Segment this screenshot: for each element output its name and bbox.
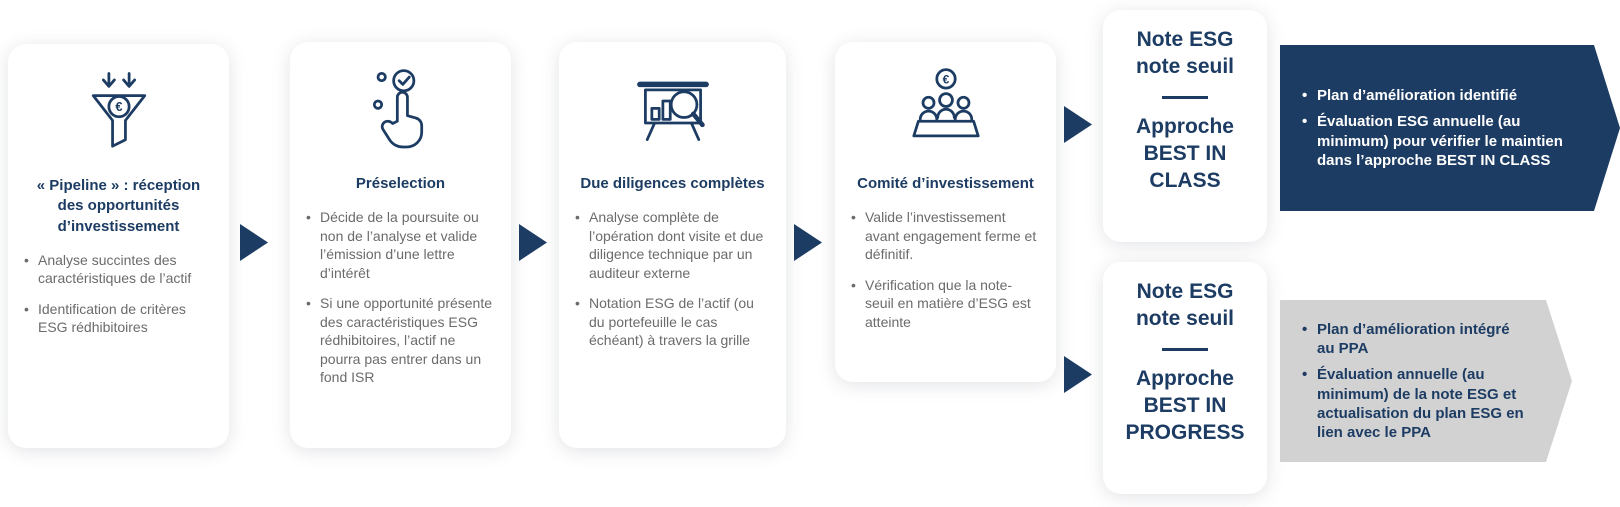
flow-arrow-icon bbox=[519, 224, 547, 261]
bullet-item: Si une opportunité présente des caractér… bbox=[306, 294, 495, 386]
banner-bullet-item: Évaluation annuelle (au minimum) de la n… bbox=[1302, 365, 1526, 442]
note-approach-line: Approche bbox=[1135, 114, 1234, 138]
flow-arrow-icon bbox=[1064, 356, 1092, 393]
note-score-line: note seuil bbox=[1135, 307, 1235, 331]
flow-arrow-icon bbox=[1064, 106, 1092, 143]
step-title: Due diligences complètes bbox=[580, 175, 765, 192]
note-divider bbox=[1162, 347, 1208, 351]
euro-glyph: € bbox=[942, 72, 949, 86]
click-hand-icon bbox=[306, 58, 495, 166]
step-bullets: Analyse succintes des caractéristiques d… bbox=[24, 251, 213, 349]
banner-bullets: Plan d’amélioration intégré au PPA Évalu… bbox=[1302, 313, 1526, 449]
note-divider bbox=[1162, 95, 1208, 99]
presentation-magnifier-icon bbox=[575, 58, 770, 166]
note-score-line: note seuil bbox=[1135, 55, 1235, 79]
note-approach-line: Approche bbox=[1135, 366, 1234, 390]
outcome-card-best-in-progress: Note ESG note seuil Approche BEST IN PRO… bbox=[1103, 262, 1267, 494]
funnel-euro-icon: € bbox=[24, 60, 213, 168]
note-score-line: Note ESG bbox=[1136, 28, 1234, 51]
bullet-item: Identification de critères ESG rédhibito… bbox=[24, 300, 213, 337]
euro-glyph: € bbox=[115, 99, 122, 114]
step-card-investment-committee: € Comité d’investissement Valide l’inves… bbox=[835, 42, 1056, 382]
note-approach-line: BEST IN CLASS bbox=[1143, 141, 1227, 193]
step-bullets: Décide de la poursuite ou non de l’analy… bbox=[306, 208, 495, 398]
step-title: Comité d’investissement bbox=[857, 175, 1034, 192]
step-card-preselection: Préselection Décide de la poursuite ou n… bbox=[290, 42, 511, 448]
bullet-item: Valide l’investissement avant engagement… bbox=[851, 208, 1040, 263]
note-score-line: Note ESG bbox=[1136, 280, 1234, 303]
banner-bullet-item: Évaluation ESG annuelle (au minimum) pou… bbox=[1302, 112, 1574, 170]
step-title: Préselection bbox=[355, 175, 446, 192]
step-title: « Pipeline » : réception des opportunité… bbox=[36, 177, 201, 235]
bullet-item: Décide de la poursuite ou non de l’analy… bbox=[306, 208, 495, 282]
bullet-item: Notation ESG de l’actif (ou du portefeui… bbox=[575, 294, 770, 349]
banner-bullet-item: Plan d’amélioration intégré au PPA bbox=[1302, 320, 1526, 358]
step-bullets: Valide l’investissement avant engagement… bbox=[851, 208, 1040, 343]
step-bullets: Analyse complète de l’opération dont vis… bbox=[575, 208, 770, 361]
bullet-item: Vérification que la note-seuil en matièr… bbox=[851, 276, 1040, 331]
banner-best-in-progress: Plan d’amélioration intégré au PPA Évalu… bbox=[1280, 300, 1572, 462]
bullet-item: Analyse succintes des caractéristiques d… bbox=[24, 251, 213, 288]
step-card-due-diligence: Due diligences complètes Analyse complèt… bbox=[559, 42, 786, 448]
banner-best-in-class: Plan d’amélioration identifié Évaluation… bbox=[1280, 45, 1620, 211]
note-approach-line: BEST IN PROGRESS bbox=[1125, 393, 1245, 445]
banner-bullet-item: Plan d’amélioration identifié bbox=[1302, 86, 1574, 105]
flow-arrow-icon bbox=[240, 224, 268, 261]
step-card-pipeline: € « Pipeline » : réception des opportuni… bbox=[8, 44, 229, 448]
outcome-card-best-in-class: Note ESG note seuil Approche BEST IN CLA… bbox=[1103, 10, 1267, 242]
banner-bullets: Plan d’amélioration identifié Évaluation… bbox=[1302, 79, 1574, 177]
flow-arrow-icon bbox=[794, 224, 822, 261]
bullet-item: Analyse complète de l’opération dont vis… bbox=[575, 208, 770, 282]
committee-euro-icon: € bbox=[851, 58, 1040, 166]
